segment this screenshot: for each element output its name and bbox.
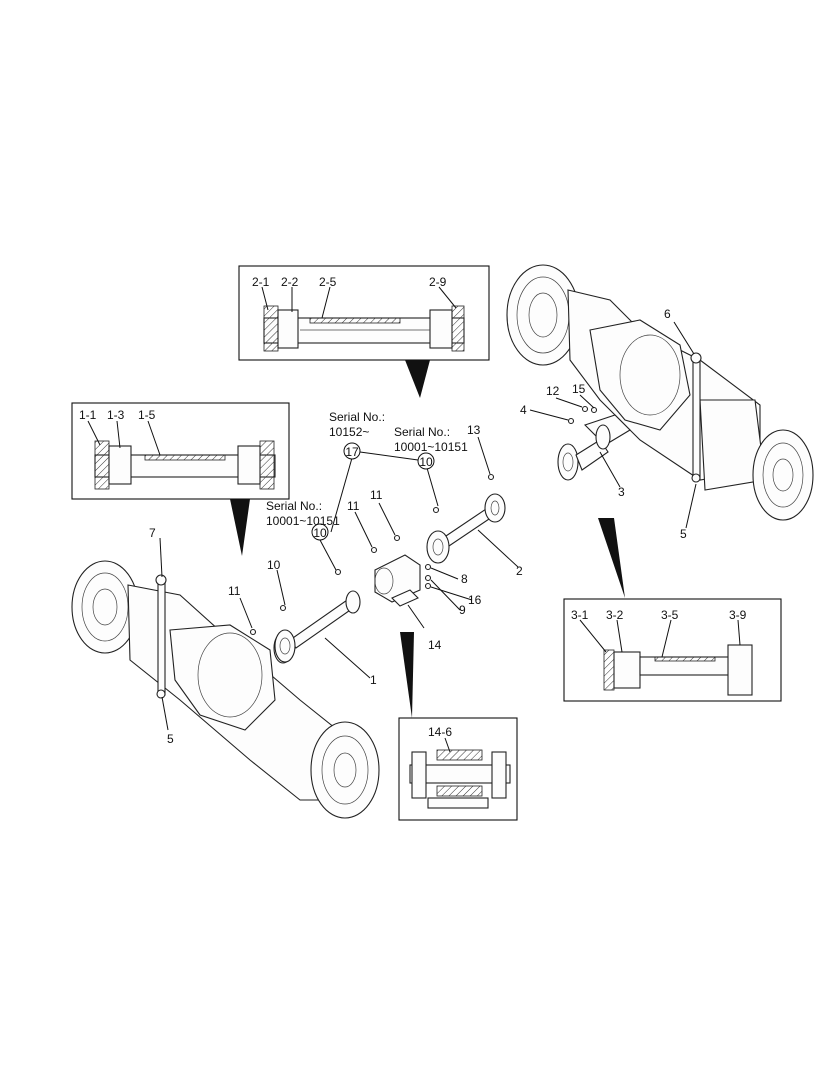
callout-10-front: 10 bbox=[267, 558, 281, 572]
callout-12: 12 bbox=[546, 384, 560, 398]
callout-11-mid-right: 11 bbox=[370, 488, 383, 502]
callout-labels: 1 2 3 4 5 5 6 7 8 9 10 10 10 17 11 11 11… bbox=[149, 307, 687, 746]
callout-11-front: 11 bbox=[228, 584, 241, 598]
detail-box-bearing-14 bbox=[398, 632, 518, 821]
front-axle-assembly bbox=[71, 560, 380, 819]
serial-note-left-line2: 10001~10151 bbox=[266, 514, 340, 528]
label-2-9: 2-9 bbox=[429, 275, 447, 289]
callout-5-front: 5 bbox=[167, 732, 174, 746]
label-2-1: 2-1 bbox=[252, 275, 270, 289]
callout-14: 14 bbox=[428, 638, 442, 652]
callout-9: 9 bbox=[459, 603, 466, 617]
label-3-1: 3-1 bbox=[571, 608, 589, 622]
rear-axle-assembly bbox=[506, 264, 814, 521]
callout-1: 1 bbox=[370, 673, 377, 687]
callout-15: 15 bbox=[572, 382, 586, 396]
small-hardware bbox=[249, 405, 598, 636]
serial-note-top-right-line2: 10001~10151 bbox=[394, 440, 468, 454]
callout-16: 16 bbox=[468, 593, 482, 607]
leader-lines bbox=[87, 286, 741, 753]
detail-box-shaft-1 bbox=[71, 402, 290, 556]
callout-3: 3 bbox=[618, 485, 625, 499]
callout-13: 13 bbox=[467, 423, 481, 437]
callout-4: 4 bbox=[520, 403, 527, 417]
label-1-5: 1-5 bbox=[138, 408, 156, 422]
callout-7: 7 bbox=[149, 526, 156, 540]
label-3-9: 3-9 bbox=[729, 608, 747, 622]
label-1-1: 1-1 bbox=[79, 408, 97, 422]
callout-2: 2 bbox=[516, 564, 523, 578]
center-support-bearing-14 bbox=[374, 554, 421, 607]
callout-10-left-circled: 10 bbox=[313, 526, 327, 540]
label-1-3: 1-3 bbox=[107, 408, 125, 422]
drive-shaft-1 bbox=[274, 590, 361, 663]
detail-labels: 2-1 2-2 2-5 2-9 1-1 1-3 1-5 3-1 3-2 3-5 … bbox=[79, 275, 747, 739]
serial-note-top-left-line1: Serial No.: bbox=[329, 410, 385, 424]
label-3-5: 3-5 bbox=[661, 608, 679, 622]
serial-note-top-right-line1: Serial No.: bbox=[394, 425, 450, 439]
label-14-6: 14-6 bbox=[428, 725, 452, 739]
callout-11-mid-left: 11 bbox=[347, 499, 360, 513]
serial-note-left-line1: Serial No.: bbox=[266, 499, 322, 513]
callout-5-rear: 5 bbox=[680, 527, 687, 541]
callout-8: 8 bbox=[461, 572, 468, 586]
serial-notes: Serial No.: 10152~ Serial No.: 10001~101… bbox=[266, 410, 468, 528]
drive-shaft-2 bbox=[426, 493, 506, 564]
label-2-2: 2-2 bbox=[281, 275, 299, 289]
serial-note-top-left-line2: 10152~ bbox=[329, 425, 369, 439]
callout-17-circled: 17 bbox=[345, 445, 359, 459]
detail-box-shaft-2 bbox=[238, 265, 490, 398]
callout-6: 6 bbox=[664, 307, 671, 321]
label-3-2: 3-2 bbox=[606, 608, 624, 622]
callout-10-right-circled: 10 bbox=[419, 455, 433, 469]
label-2-5: 2-5 bbox=[319, 275, 337, 289]
detail-box-shaft-3 bbox=[563, 518, 782, 702]
